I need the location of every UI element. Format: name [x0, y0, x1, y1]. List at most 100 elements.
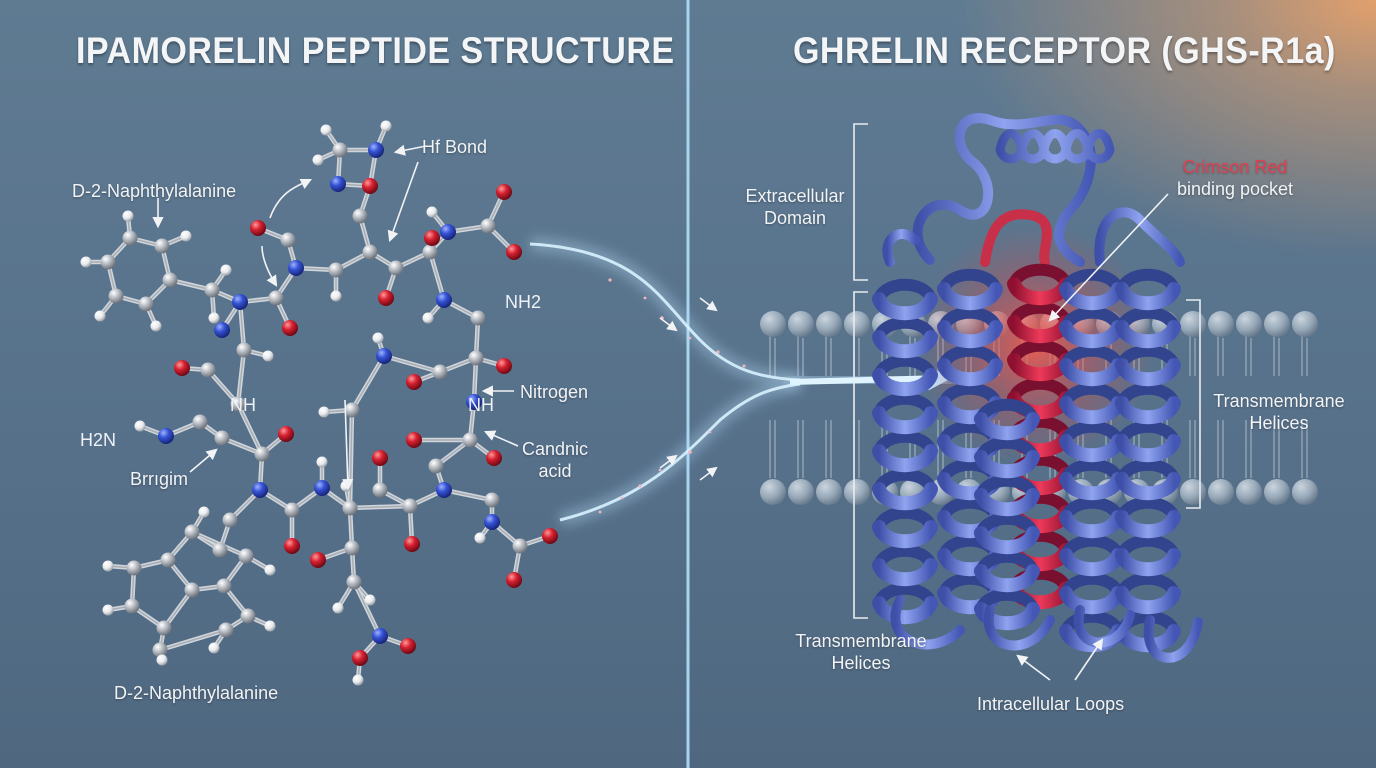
- nitrogen-atom: [214, 322, 230, 338]
- carbon-atom: [462, 432, 478, 448]
- carbon-atom: [212, 542, 228, 558]
- label-extracellular-line2: Domain: [763, 208, 827, 228]
- hydrogen-atom: [422, 312, 434, 324]
- lipid-head: [1264, 311, 1290, 337]
- lipid-head: [1236, 311, 1262, 337]
- label-tm-right-line2: Helices: [1249, 413, 1309, 433]
- lipid-head: [1292, 311, 1318, 337]
- nitrogen-atom: [484, 514, 500, 530]
- oxygen-atom: [496, 184, 512, 200]
- oxygen-atom: [362, 178, 378, 194]
- peptide-title: IPAMORELIN PEPTIDE STRUCTURE: [76, 30, 675, 71]
- carbon-atom: [344, 402, 360, 418]
- intracellular-loop: [890, 595, 965, 650]
- carbon-atom: [204, 282, 220, 298]
- carbon-atom: [160, 552, 176, 568]
- nitrogen-atom: [436, 482, 452, 498]
- carbon-atom: [100, 254, 116, 270]
- lipid-head: [788, 479, 814, 505]
- carbon-atom: [122, 230, 138, 246]
- extracellular-coil: [995, 129, 1115, 164]
- hydrogen-atom: [264, 620, 276, 632]
- domain-brackets: [853, 123, 1201, 619]
- lipid-head: [1208, 311, 1234, 337]
- hydrogen-atom: [426, 206, 438, 218]
- oxygen-atom: [250, 220, 266, 236]
- hydrogen-atom: [220, 264, 232, 276]
- carbon-atom: [362, 244, 378, 260]
- extracellular-loop: [912, 113, 1096, 267]
- carbon-atom: [422, 244, 438, 260]
- hydrogen-atom: [150, 320, 162, 332]
- oxygen-atom: [404, 536, 420, 552]
- carbon-atom: [332, 142, 348, 158]
- lipid-head: [1180, 311, 1206, 337]
- carbon-atom: [470, 310, 486, 326]
- label-nh-right: NH: [468, 395, 494, 415]
- nitrogen-atom: [252, 482, 268, 498]
- hydrogen-atom: [352, 674, 364, 686]
- label-nh2: NH2: [505, 292, 542, 312]
- nitrogen-atom: [372, 628, 388, 644]
- lipid-head: [816, 479, 842, 505]
- carbon-atom: [214, 430, 230, 446]
- label-d2nal-bottom: D-2-Naphthylalanine: [114, 683, 279, 703]
- hydrogen-atom: [208, 312, 220, 324]
- nitrogen-atom: [368, 142, 384, 158]
- carbon-atom: [268, 290, 284, 306]
- hydrogen-atom: [332, 602, 344, 614]
- peptide-atoms: [80, 120, 558, 686]
- label-nh-left: NH: [230, 395, 256, 415]
- carbon-atom: [218, 622, 234, 638]
- hydrogen-atom: [364, 594, 376, 606]
- oxygen-atom: [400, 638, 416, 654]
- intracellular-loop: [983, 605, 1055, 651]
- carbon-atom: [216, 578, 232, 594]
- hydrogen-atom: [102, 604, 114, 616]
- lipid-head: [788, 311, 814, 337]
- oxygen-atom: [378, 290, 394, 306]
- hydrogen-atom: [372, 332, 384, 344]
- carbon-atom: [372, 482, 388, 498]
- hydrogen-atom: [102, 560, 114, 572]
- hydrogen-atom: [474, 532, 486, 544]
- hydrogen-atom: [320, 124, 332, 136]
- nitrogen-atom: [288, 260, 304, 276]
- lipid-head: [1236, 479, 1262, 505]
- label-binding-pocket-line2: binding pocket: [1176, 179, 1294, 199]
- carbon-atom: [328, 262, 344, 278]
- carbon-atom: [154, 238, 170, 254]
- carbon-atom: [156, 620, 172, 636]
- intracellular-pointer-right: [1074, 638, 1104, 681]
- carbon-atom: [284, 502, 300, 518]
- oxygen-atom: [496, 358, 512, 374]
- carbon-atom: [108, 288, 124, 304]
- nitrogen-atom: [440, 224, 456, 240]
- intracellular-pointer-left: [1016, 654, 1051, 681]
- carbon-atom: [124, 598, 140, 614]
- hydrogen-atom: [134, 420, 146, 432]
- carbon-atom: [162, 272, 178, 288]
- carbon-atom: [480, 218, 496, 234]
- oxygen-atom: [278, 426, 294, 442]
- carbon-atom: [512, 538, 528, 554]
- oxygen-atom: [406, 374, 422, 390]
- hydrogen-atom: [198, 506, 210, 518]
- nitrogen-atom: [330, 176, 346, 192]
- receptor-title: GHRELIN RECEPTOR (GHS-R1a): [793, 30, 1336, 71]
- oxygen-atom: [372, 450, 388, 466]
- nitrogen-atom: [376, 348, 392, 364]
- oxygen-atom: [284, 538, 300, 554]
- hydrogen-atom: [340, 480, 352, 492]
- oxygen-atom: [310, 552, 326, 568]
- oxygen-atom: [506, 244, 522, 260]
- hydrogen-atom: [312, 154, 324, 166]
- hydrogen-atom: [330, 290, 342, 302]
- label-brrgim: Brrıgim: [130, 469, 188, 489]
- label-h2n: H2N: [80, 430, 117, 450]
- hydrogen-atom: [208, 642, 220, 654]
- carbon-atom: [240, 608, 256, 624]
- carbon-atom: [230, 396, 246, 412]
- carbon-atom: [152, 642, 168, 658]
